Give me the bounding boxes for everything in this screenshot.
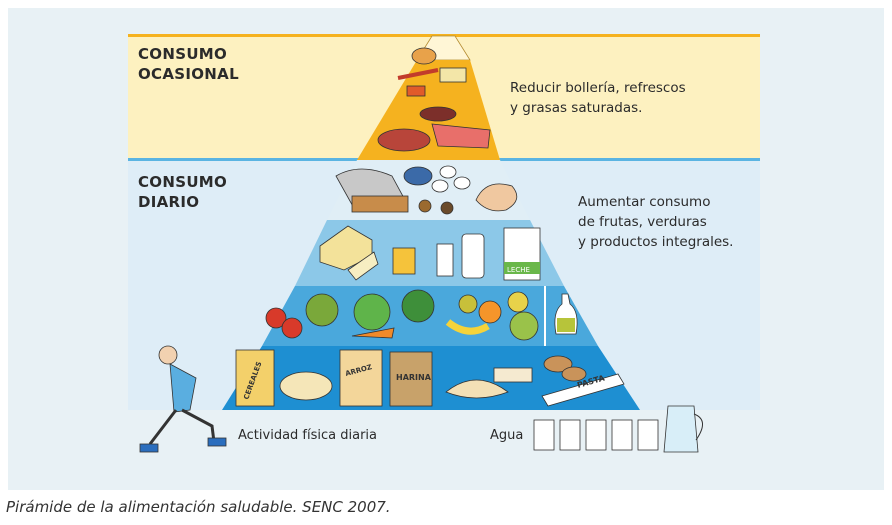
artichoke-icon [305, 293, 339, 327]
daily-label: CONSUMO DIARIO [138, 172, 227, 212]
legume-icon [440, 201, 454, 215]
sausage-icon [377, 128, 431, 152]
milk-carton-stripe [504, 262, 540, 274]
apple-icon [507, 291, 529, 313]
milk-carton-label: LECHE [507, 266, 530, 274]
egg-icon [431, 179, 449, 193]
water-label: Agua [490, 428, 524, 443]
olive-oil-fill [557, 318, 575, 332]
pear-icon [458, 294, 478, 314]
yogurt-icon [392, 247, 416, 275]
daily-label-line1: CONSUMO [138, 173, 228, 191]
potato-icon [561, 366, 587, 382]
nut-icon [418, 199, 432, 213]
tomato-icon [265, 307, 287, 329]
daily-message: Aumentar consumo de frutas, verduras y p… [578, 192, 733, 252]
runner-icon [139, 345, 227, 453]
milk-glass-icon [436, 243, 454, 277]
flour-bag-label: HARINA [396, 373, 432, 382]
orange-icon [478, 300, 502, 324]
water-glass-icon [611, 419, 633, 451]
lettuce-icon [353, 293, 391, 331]
cheese-slice-icon [347, 251, 379, 281]
egg-icon [439, 165, 457, 179]
egg-icon [453, 176, 471, 190]
activity-label: Actividad física diaria [238, 428, 378, 443]
ham-icon [431, 123, 491, 149]
flour-bag-icon [389, 351, 433, 407]
donut-icon [411, 47, 437, 65]
soda-icon [406, 85, 426, 97]
occasional-rule [128, 34, 760, 37]
grapes-icon [509, 311, 539, 341]
water-glass-icon [533, 419, 555, 451]
chicken-icon [475, 183, 518, 212]
bread-icon [445, 379, 509, 399]
daily-message-line2: de frutas, verduras [578, 214, 707, 230]
banana-icon [445, 319, 490, 335]
potato-icon [543, 355, 573, 373]
baguette-icon [493, 367, 533, 383]
milk-bottle-icon [461, 233, 485, 279]
cereal-box-icon [235, 349, 275, 407]
occasional-label-line1: CONSUMO [138, 45, 228, 63]
tuna-can-icon [403, 166, 433, 186]
figure-caption: Pirámide de la alimentación saludable. S… [6, 498, 391, 516]
occasional-message-line2: y grasas saturadas. [510, 100, 643, 116]
daily-message-line1: Aumentar consumo [578, 194, 711, 210]
daily-message-line3: y productos integrales. [578, 234, 734, 250]
water-glass-icon [559, 419, 581, 451]
carrot-icon [351, 327, 395, 339]
occasional-label-line2: OCASIONAL [138, 65, 239, 83]
pitcher-handle [693, 413, 703, 441]
daily-label-line2: DIARIO [138, 193, 200, 211]
occasional-label: CONSUMO OCASIONAL [138, 44, 239, 84]
butter-icon [439, 67, 467, 83]
cereal-bowl-icon [279, 371, 333, 401]
occasional-message-line1: Reducir bollería, refrescos [510, 80, 686, 96]
tomato-icon [281, 317, 303, 339]
chorizo-icon [419, 106, 457, 122]
water-pitcher-icon [663, 405, 699, 453]
water-glass-icon [637, 419, 659, 451]
cutting-board-icon [351, 195, 409, 213]
candy-icon [397, 68, 439, 80]
water-glass-icon [585, 419, 607, 451]
occasional-message: Reducir bollería, refrescos y grasas sat… [510, 78, 686, 118]
broccoli-icon [401, 289, 435, 323]
rice-bag-icon [339, 349, 383, 407]
pasta-pack-icon [541, 373, 625, 407]
